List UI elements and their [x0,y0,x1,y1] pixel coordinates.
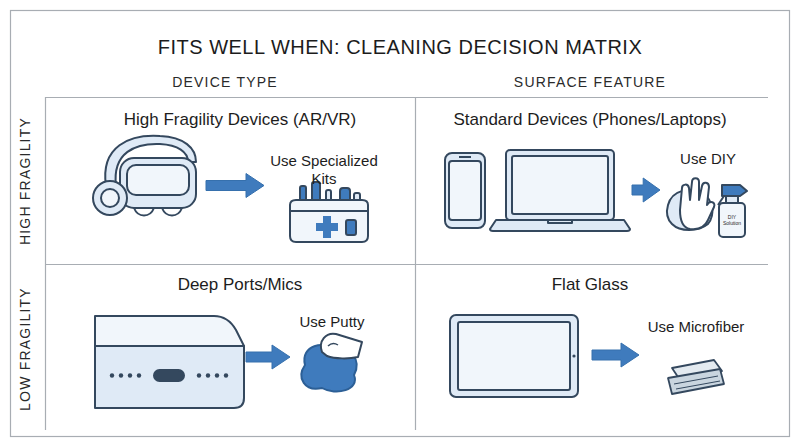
frame-lines-part [11,11,790,437]
flow-arrow [246,345,290,369]
phone-edge-ports-part [215,373,219,377]
phone-and-laptop-part [449,161,481,220]
microfiber-cloth [668,360,724,394]
result-group: Use Specialized Kits [266,152,382,244]
vr-headset-part [105,136,196,186]
microfiber-cloth-part [674,376,720,389]
device-heading: Deep Ports/Mics [50,274,430,296]
cleaning-kit [290,182,368,242]
device-heading: High Fragility Devices (AR/VR) [50,109,430,131]
flow-arrow [206,174,264,198]
phone-and-laptop-part [459,156,471,158]
phone-edge-ports-part [110,373,114,377]
frame-lines-part [45,264,768,265]
phone-edge-ports-part [119,373,123,377]
spray-bottle-part [719,203,745,237]
diagram-title: FITS WELL WHEN: CLEANING DECISION MATRIX [0,34,800,60]
result-group: Use DIY [662,150,754,240]
vr-headset-part [134,208,182,216]
vr-headset-part [114,190,124,194]
putty-blob-part [301,345,356,392]
row-header: HIGH FRAGILITY [16,81,34,281]
phone-edge-ports-part [95,316,244,346]
vr-headset-part [127,165,189,195]
phone-edge-ports-part [206,373,210,377]
device-group: Flat Glass [446,310,588,400]
spray-bottle-part [718,196,724,205]
vr-headset-part [101,189,119,207]
tablet-part [458,322,570,390]
result-label: Use Microfiber [641,318,751,336]
phone-edge-ports-part [110,373,228,377]
result-group: Use Putty [292,313,372,395]
tablet-part [450,315,578,397]
phone-and-laptop-part [512,156,608,214]
microfiber-cloth-part [672,360,722,380]
hand-with-cloth-part [667,190,713,230]
device-heading: Flat Glass [400,274,780,296]
cleaning-kit-part [354,193,360,207]
putty-blob-part [328,344,338,346]
tablet-part [572,354,575,357]
frame-lines-part [45,97,46,430]
flow-arrow [592,343,639,367]
cleaning-kit-part [290,210,368,212]
column-header: DEVICE TYPE [115,73,335,91]
frame-lines-part [45,97,768,98]
cleaning-kit-part [316,216,338,238]
phone-edge-ports-part [154,370,184,381]
phone-edge-ports-part [95,346,244,408]
frame-lines-part [415,97,416,430]
vr-headset-part [93,181,127,215]
column-header: SURFACE FEATURE [460,73,720,91]
phone-and-laptop-part [490,220,630,231]
phone-and-laptop-part [548,220,572,223]
row-header: LOW FRAGILITY [16,249,34,447]
vr-headset [93,136,196,216]
phone-and-laptop-part [445,153,485,228]
spray-bottle [718,185,747,237]
device-group: Standard Devices (Phones/Laptops) [440,146,628,234]
cleaning-kit-part [340,188,350,206]
cleaning-kit-part [346,220,356,235]
tablet [450,315,578,397]
cleaning-kit-part [326,190,331,206]
spray-bottle-part [722,185,747,196]
bottle-label: DIY Solution [720,214,744,226]
phone-edge-ports [95,316,244,408]
phone-edge-ports-part [197,373,201,377]
phone-edge-ports-part [137,373,141,377]
putty-blob [301,334,362,392]
cleaning-kit-part [290,200,368,242]
device-group: Deep Ports/Mics [90,303,242,411]
putty-blob-part [321,334,362,359]
hand-with-cloth [667,178,715,230]
hand-with-cloth-part [680,178,714,229]
cleaning-kit-part [300,186,306,206]
frame-lines [11,11,790,437]
result-group: Use Microfiber [641,318,751,398]
result-label: Use DIY [662,150,754,168]
microfiber-cloth-part [668,369,724,394]
spray-bottle-part [726,195,738,203]
vr-headset-part [120,158,196,208]
phone-edge-ports-part [128,373,132,377]
phone-edge-ports-part [224,373,228,377]
result-label: Use Specialized Kits [266,152,382,188]
device-group: High Fragility Devices (AR/VR) [92,138,202,233]
flow-arrow [632,178,660,202]
phone-and-laptop [445,150,630,231]
device-heading: Standard Devices (Phones/Laptops) [400,109,780,131]
phone-and-laptop-part [506,150,614,220]
result-label: Use Putty [292,313,372,331]
